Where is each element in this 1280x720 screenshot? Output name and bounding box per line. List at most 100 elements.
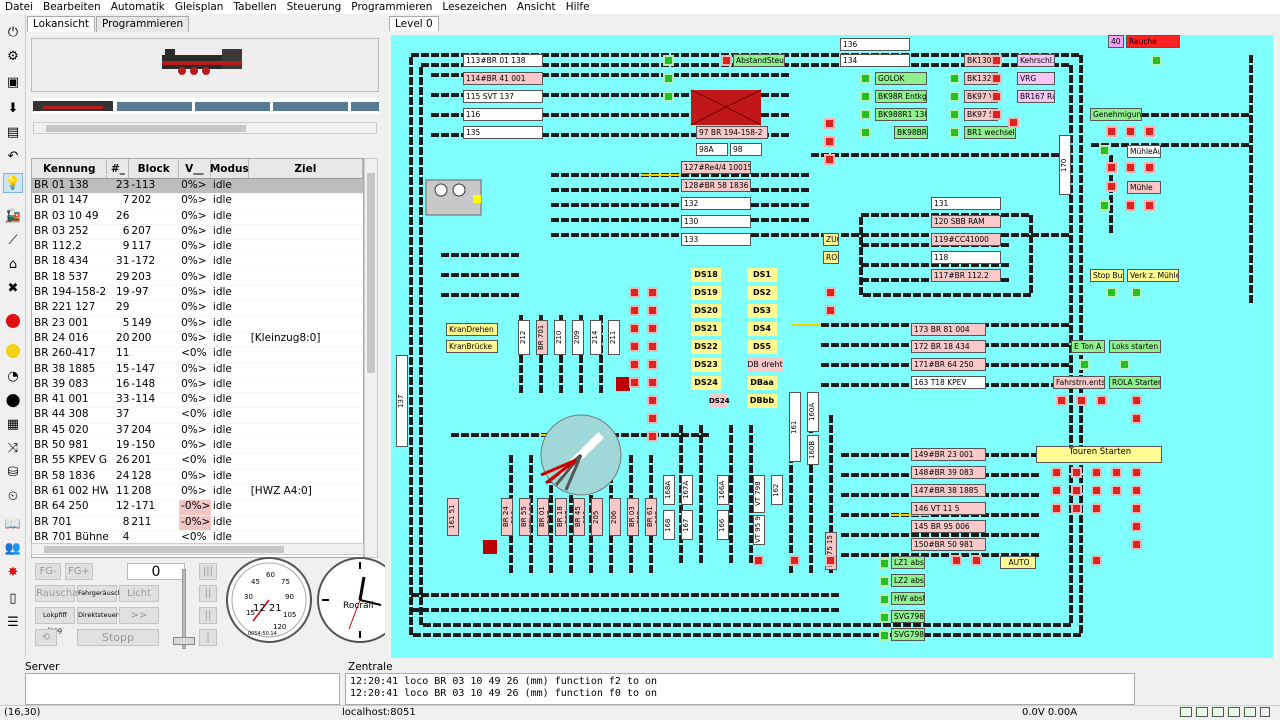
emergency-stop-icon[interactable] (3, 311, 23, 331)
hw-button[interactable]: HW abst (891, 592, 925, 605)
direktsteuerung-button[interactable]: Direktsteuerung (77, 607, 131, 624)
vblock-161[interactable]: 161 (789, 392, 801, 462)
signal-red-button[interactable] (1091, 555, 1102, 566)
ds20-label[interactable]: DS20 (691, 304, 721, 318)
signal-red-button[interactable] (1144, 126, 1155, 137)
signal-green-button[interactable] (1106, 287, 1117, 298)
station-icon[interactable]: ⌂ (8, 257, 18, 272)
signal-red-button[interactable] (991, 73, 1002, 84)
col-modus[interactable]: Modus (210, 159, 249, 178)
signal-red-button[interactable] (629, 359, 640, 370)
menu-lesezeichen[interactable]: Lesezeichen (442, 1, 507, 13)
signal-red-button[interactable] (1131, 503, 1142, 514)
muehle-button[interactable]: Mühle (1127, 181, 1161, 194)
signal-red-button[interactable] (647, 341, 658, 352)
vblock-212[interactable]: 212 (518, 320, 530, 355)
cancel-icon[interactable]: ✖ (7, 281, 19, 296)
vblock-168[interactable]: 168 (663, 510, 675, 540)
ds5-label[interactable]: DS5 (747, 340, 777, 354)
tab-level-0[interactable]: Level 0 (389, 16, 439, 31)
block-114[interactable]: 114#BR 41 001 (463, 72, 543, 85)
vblock-160a[interactable]: 160A (807, 392, 819, 432)
automatic-icon[interactable]: ◔ (7, 369, 19, 384)
block-163[interactable]: 163 T18 KPEV (911, 376, 986, 389)
ds18-label[interactable]: DS18 (691, 268, 721, 282)
signal-red-button[interactable] (951, 555, 962, 566)
block-150[interactable]: 150#BR 50 981 (911, 538, 986, 551)
signal-red-button[interactable] (1131, 539, 1142, 550)
block-118[interactable]: 118 (931, 251, 1001, 264)
print-icon[interactable]: ▤ (6, 125, 20, 140)
rolastarten-button[interactable]: ROLA Starten (1109, 376, 1161, 389)
muehleaus-button[interactable]: MühleAus (1127, 145, 1161, 158)
open-file-icon[interactable]: ▣ (6, 75, 20, 90)
vblock-211[interactable]: 211 (608, 320, 620, 355)
signal-red-button[interactable] (1131, 521, 1142, 532)
turnout-icon[interactable]: ⟋ (8, 233, 18, 248)
signal-green-button[interactable] (949, 91, 960, 102)
lokpfiff-button[interactable]: Lokpfiff lang (35, 607, 75, 634)
block-135[interactable]: 135 (463, 126, 543, 139)
menu-automatik[interactable]: Automatik (110, 1, 165, 13)
vblock-207[interactable]: BR 03 252 (627, 498, 639, 536)
rauscha-button[interactable]: Rauscha (35, 585, 78, 602)
signal-red-button[interactable] (1008, 117, 1019, 128)
vblock-170[interactable]: 170 (1059, 135, 1071, 195)
signal-green-button[interactable] (663, 55, 674, 66)
image-scrollbar[interactable] (33, 122, 377, 134)
signal-red-button[interactable] (1106, 126, 1117, 137)
signal-green-button[interactable] (663, 73, 674, 84)
block-173[interactable]: 173 BR 81 004 (911, 323, 986, 336)
vblock-200[interactable]: BR 24 016 (501, 498, 513, 536)
signal-red-button[interactable] (971, 555, 982, 566)
svg1-button[interactable]: SVG798-1 (891, 610, 925, 623)
block-98[interactable]: 98 (730, 143, 762, 156)
signal-red-button[interactable] (647, 395, 658, 406)
signal-green-button[interactable] (1099, 200, 1110, 211)
signal-red-button[interactable] (629, 287, 640, 298)
signal-green-button[interactable] (860, 109, 871, 120)
block-172[interactable]: 172 BR 18 434 (911, 340, 986, 353)
signal-red-button[interactable] (1071, 485, 1082, 496)
signal-green-button[interactable] (879, 612, 890, 623)
clock-icon[interactable]: ⏲ (7, 489, 19, 504)
dbdreh-label[interactable]: DB dreht (747, 358, 783, 372)
vblock-168a[interactable]: 168A (663, 475, 675, 505)
block-148[interactable]: 148#BR 39 083 (911, 466, 986, 479)
signal-red-button[interactable] (1131, 485, 1142, 496)
function-button-3[interactable]: || (199, 607, 217, 624)
vrg-button[interactable]: VRG (1017, 72, 1055, 85)
undo-icon[interactable]: ↶ (7, 149, 19, 164)
menu-ansicht[interactable]: Ansicht (516, 1, 556, 13)
ds21-label[interactable]: DS21 (691, 322, 721, 336)
block-146[interactable]: 146 VT 11 5 (911, 502, 986, 515)
verk-muehle-button[interactable]: Verk z. Mühle (1127, 269, 1179, 282)
connect-icon[interactable]: ⚙ (7, 49, 19, 64)
signal-red-button[interactable] (1091, 485, 1102, 496)
ds23-label[interactable]: DS23 (691, 358, 721, 372)
signal-red-button[interactable] (1131, 395, 1142, 406)
vblock-165[interactable]: VT 95 9 (753, 515, 765, 545)
stopp-button[interactable]: Stopp (77, 629, 159, 646)
signal-red-button[interactable] (1096, 395, 1107, 406)
ds2-label[interactable]: DS2 (747, 286, 777, 300)
signal-red-button[interactable] (1091, 467, 1102, 478)
vblock-162[interactable]: 162 (771, 475, 783, 505)
halt-icon[interactable]: ⬤ (5, 393, 21, 408)
ds22-label[interactable]: DS22 (691, 340, 721, 354)
block-147[interactable]: 147#BR 38 1885 (911, 484, 986, 497)
menu-gleisplan[interactable]: Gleisplan (174, 1, 224, 13)
speed-slider[interactable] (173, 569, 195, 649)
signal-red-button[interactable] (1106, 162, 1117, 173)
exit-icon[interactable]: ⏻ (7, 25, 19, 40)
